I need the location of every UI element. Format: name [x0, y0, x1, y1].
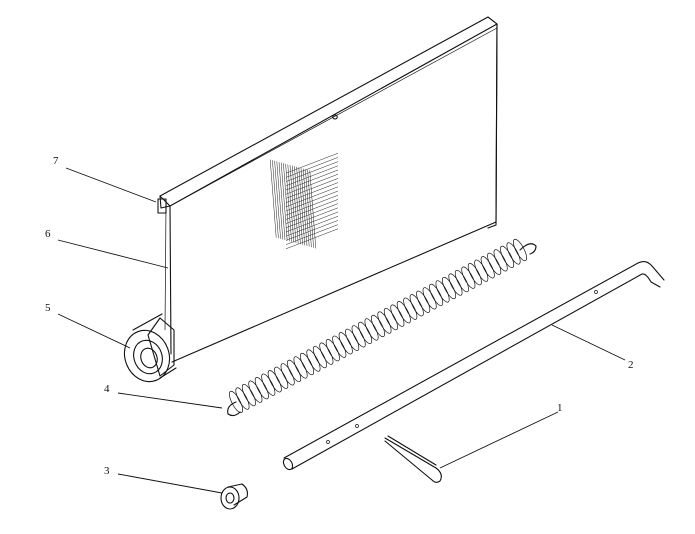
bushing-icon	[220, 483, 248, 510]
callout-2: 2	[628, 359, 634, 371]
flap-panel	[157, 16, 498, 363]
callout-5: 5	[45, 302, 51, 314]
leader-lines	[57, 167, 626, 494]
leader-3	[117, 473, 223, 494]
panel-bottom-edge	[171, 221, 497, 363]
cotter-pin-icon	[384, 435, 442, 483]
callout-3: 3	[104, 465, 110, 477]
callout-1: 1	[557, 402, 563, 414]
callout-6: 6	[45, 228, 51, 240]
leader-1	[439, 411, 559, 469]
roller-tube-icon	[123, 313, 177, 383]
leader-7	[65, 167, 157, 203]
callout-7: 7	[53, 155, 59, 167]
leader-4	[117, 392, 223, 409]
leader-5	[57, 313, 131, 349]
corner-clip-icon	[157, 198, 167, 214]
callout-4: 4	[104, 383, 110, 395]
coil-spring-icon	[227, 238, 537, 417]
panel-left-vertical	[169, 205, 172, 355]
callout-numbers: 7 6 5 4 3 1 2	[45, 155, 634, 477]
panel-hole	[332, 114, 338, 120]
panel-mesh	[269, 152, 339, 250]
leader-2	[551, 324, 626, 361]
leader-6	[57, 239, 169, 269]
hinge-rod-icon	[282, 260, 665, 471]
